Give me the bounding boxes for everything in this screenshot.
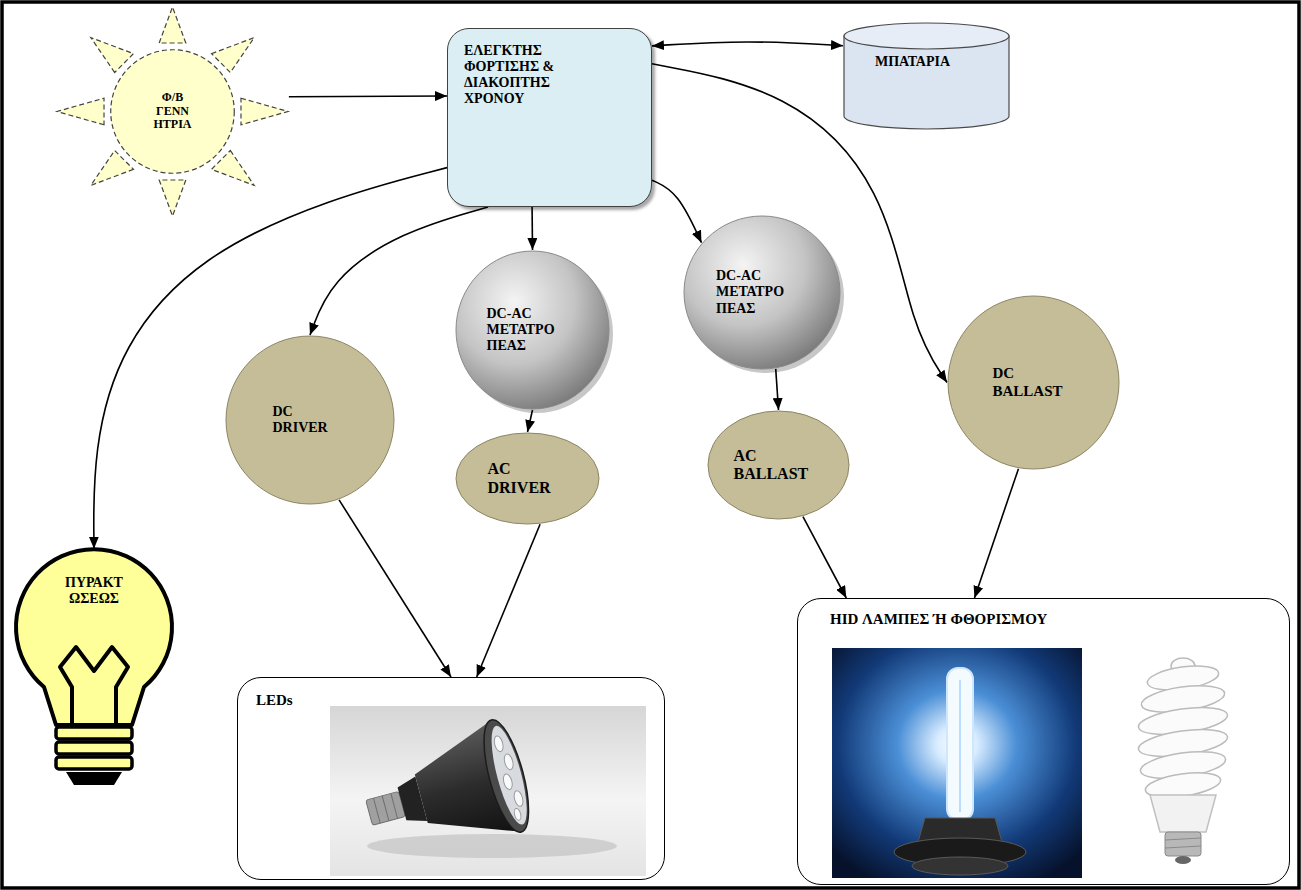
node-label: ΜΠΑΤΑΡΙΑ: [875, 54, 950, 70]
dc-ac-converter: DC-AC ΜΕΤΑΤΡΟ ΠΕΑΣ: [455, 250, 610, 410]
sun-ray: [159, 7, 186, 43]
screw-base: [1165, 832, 1201, 856]
bulb-contact: [66, 772, 122, 785]
hid-lamp-picture: [832, 648, 1082, 878]
ac-ballast: AC BALLAST: [707, 410, 850, 520]
solar-generator: Φ/Β ΓΕΝΝ ΗΤΡΙΑ: [55, 5, 290, 218]
lamp-housing: [1150, 795, 1216, 832]
node-label: ΠΥΡΑΚΤ ΩΣΕΩΣ: [54, 575, 134, 607]
screw-ridge: [373, 798, 380, 823]
node-label: AC DRIVER: [488, 460, 568, 497]
cylinder-body: [844, 36, 1009, 129]
dc-driver: DC DRIVER: [225, 335, 395, 505]
device-ellipse: [226, 336, 394, 504]
screw-ridge: [382, 796, 389, 821]
sun-ray: [159, 180, 186, 216]
incandescent-bulb: ΠΥΡΑΚΤ ΩΣΕΩΣ: [8, 545, 180, 790]
connector-arrow: [776, 369, 779, 410]
connector-arrow: [974, 469, 1018, 598]
sun-ray: [91, 151, 134, 186]
node-label: HID ΛΑΜΠΕΣ Ή ΦΘΟΡΙΣΜΟΥ: [830, 611, 1047, 628]
bulb-base-band: [56, 727, 132, 739]
device-ellipse: [948, 296, 1119, 469]
sun-disc: [111, 50, 235, 174]
node-label: DC-AC ΜΕΤΑΤΡΟ ΠΕΑΣ: [487, 306, 579, 354]
dc-ac-converter: DC-AC ΜΕΤΑΤΡΟ ΠΕΑΣ: [683, 215, 841, 370]
led-chip: [513, 808, 522, 821]
screw-ridge: [391, 793, 398, 818]
connector-arrow: [803, 517, 846, 598]
led-lamps-panel: LEDs: [237, 677, 665, 880]
hid-fluorescent-panel: HID ΛΑΜΠΕΣ Ή ΦΘΟΡΙΣΜΟΥ: [797, 598, 1290, 885]
node-label: DC BALLAST: [993, 365, 1075, 400]
device-ellipse: [708, 411, 849, 519]
connector-arrow: [652, 42, 843, 46]
connector-arrow: [531, 207, 533, 250]
converter-ellipse: [456, 251, 609, 409]
bulb-glass: [16, 549, 172, 725]
dc-ballast: DC BALLAST: [947, 295, 1120, 470]
sun-ray: [212, 151, 255, 186]
led-chip: [503, 753, 515, 771]
node-label: DC-AC ΜΕΤΑΤΡΟ ΠΕΑΣ: [716, 268, 808, 316]
sun-ray: [241, 98, 288, 125]
photo-ground: [330, 706, 646, 876]
node-label: Φ/Β ΓΕΝΝ ΗΤΡΙΑ: [147, 91, 199, 132]
connector-arrow: [652, 180, 701, 243]
led-chip: [513, 790, 525, 808]
burner-tube: [947, 668, 973, 820]
sun-ray: [212, 38, 255, 73]
node-label: ΕΛΕΓΚΤΗΣ ΦΟΡΤΙΣΗΣ & ΔΙΑΚΟΠΤΗΣ ΧΡΟΝΟΥ: [464, 43, 576, 107]
lamp-rim: [475, 716, 538, 837]
sun-ray: [57, 98, 104, 125]
sun-ray: [91, 38, 134, 73]
battery: ΜΠΑΤΑΡΙΑ: [843, 22, 1010, 130]
node-label: AC BALLAST: [734, 447, 824, 484]
lamp-shadow: [367, 834, 617, 858]
cfl-lamp-picture: [1137, 658, 1229, 864]
bulb-base-band: [56, 742, 132, 754]
burner-core: [959, 680, 961, 812]
cylinder-top: [844, 23, 1009, 49]
base-contact: [1175, 856, 1191, 864]
screw-base: [366, 791, 406, 825]
connector-arrow: [339, 500, 451, 677]
bulb-filament: [60, 647, 128, 723]
led-lamp-picture: [330, 706, 646, 876]
screw-ridge: [1165, 846, 1201, 848]
converter-ellipse: [684, 216, 840, 369]
device-ellipse: [456, 433, 599, 524]
connector-arrow: [528, 410, 533, 432]
photo-ground: [832, 648, 1082, 878]
lamp-lens: [484, 723, 534, 828]
ac-driver: AC DRIVER: [455, 432, 600, 525]
node-shape: [843, 22, 1010, 130]
bulb-base-band: [56, 757, 132, 769]
connector-arrow: [477, 524, 540, 677]
led-chip: [502, 773, 514, 791]
par-lamp: [354, 716, 538, 869]
node-label: LEDs: [256, 692, 293, 709]
connector-arrow: [94, 168, 447, 549]
lamp-flange: [912, 857, 1008, 875]
screw-ridge: [1165, 838, 1201, 840]
node-label: DC DRIVER: [273, 404, 348, 436]
charge-controller: ΕΛΕΓΚΤΗΣ ΦΟΡΤΙΣΗΣ & ΔΙΑΚΟΠΤΗΣ ΧΡΟΝΟΥ: [447, 28, 652, 207]
connector-arrow: [289, 95, 447, 97]
led-chip: [493, 735, 505, 753]
